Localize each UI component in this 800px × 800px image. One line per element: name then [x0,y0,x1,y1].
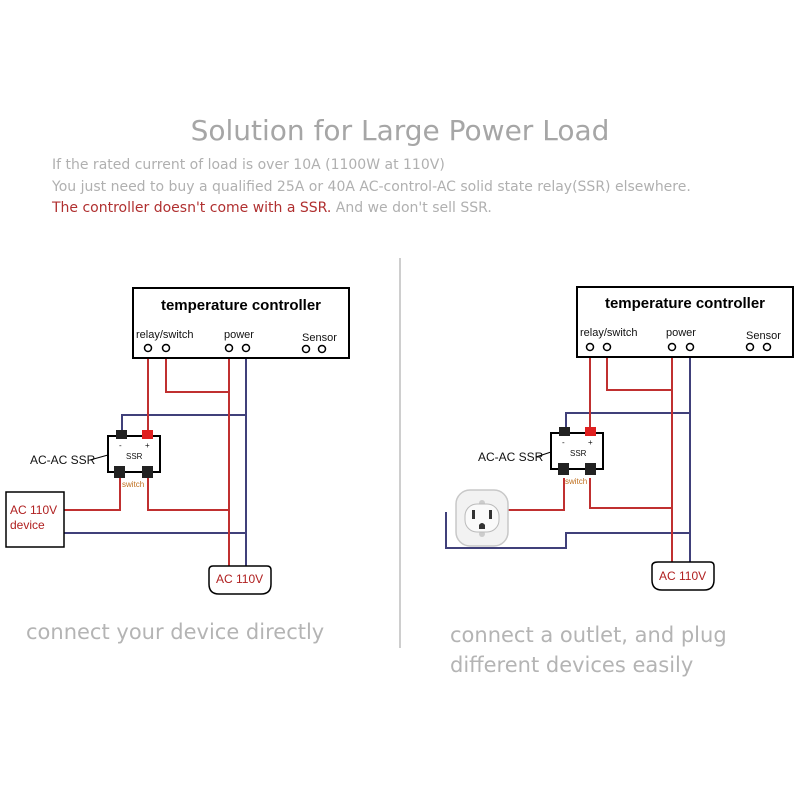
left-ssr-load-terminal-1 [114,466,125,478]
right-ssr-pos-terminal [585,427,596,436]
left-caption: connect your device directly [26,620,325,644]
right-switch-label: switch [565,477,587,486]
right-blue-wires [445,350,691,562]
left-device-line2: device [10,518,45,532]
right-ssr-load-terminal-1 [558,463,569,475]
note-line-1: If the rated current of load is over 10A… [52,157,445,173]
left-sensor-label: Sensor [302,332,337,344]
left-terminals [143,343,327,354]
right-caption-line1: connect a outlet, and plug [450,623,727,647]
right-relay-label: relay/switch [580,327,637,339]
left-ssr-text: SSR [126,452,143,461]
right-controller-box [576,286,794,358]
left-ssr-load-terminal-2 [142,466,153,478]
left-diagram: temperature controller relay/switch powe… [5,287,350,595]
right-ssr-neg-terminal [559,427,570,436]
outlet-icon [455,489,509,547]
right-ac-label: AC 110V [659,569,706,583]
right-controller-title: temperature controller [605,295,765,312]
right-red-wires [505,350,673,562]
left-controller-title: temperature controller [161,297,321,314]
left-ac-label: AC 110V [216,572,263,586]
note-line-3: The controller doesn't come with a SSR. … [52,200,492,216]
page-title: Solution for Large Power Load [190,114,610,147]
left-ssr-label: AC-AC SSR [30,453,96,467]
left-red-wires [10,350,230,580]
left-ssr-pos-terminal [142,430,153,439]
right-ssr-label: AC-AC SSR [478,450,544,464]
left-ssr-plus: + [145,441,150,450]
note-line-2: You just need to buy a qualified 25A or … [52,179,691,195]
left-ssr-neg-terminal [116,430,127,439]
right-ssr-plus: + [588,438,593,447]
note-warning: The controller doesn't come with a SSR. [52,200,332,216]
left-relay-label: relay/switch [136,329,193,341]
left-ssr-minus: - [119,441,122,450]
right-caption-line2: different devices easily [450,653,694,677]
right-diagram: temperature controller relay/switch powe… [445,286,794,591]
right-sensor-label: Sensor [746,330,781,342]
left-power-label: power [224,329,254,341]
note-line-3-rest: And we don't sell SSR. [331,200,492,216]
left-device-box [5,491,65,548]
right-ac-source [651,561,715,591]
left-switch-label: switch [122,480,144,489]
left-device-line1: AC 110V [10,503,57,517]
right-power-label: power [666,327,696,339]
right-terminals [585,342,772,352]
right-ssr-text: SSR [570,449,587,458]
left-ac-source [208,565,272,595]
right-ssr-minus: - [562,438,565,447]
right-ssr-load-terminal-2 [585,463,596,475]
